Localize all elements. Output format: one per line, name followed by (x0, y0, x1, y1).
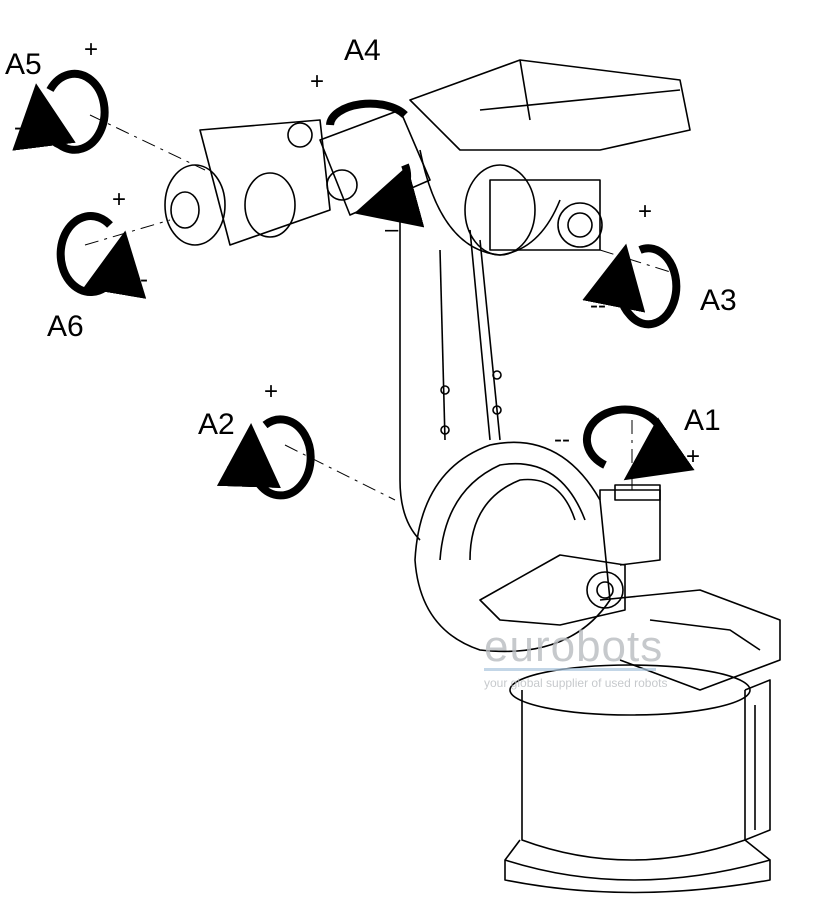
a1-rotation-arrow (582, 405, 695, 481)
watermark-bar (484, 668, 656, 671)
axis-label-a5: A5 (5, 48, 42, 81)
a6-plus: + (112, 186, 127, 213)
a6-rotation-arrow (56, 212, 147, 299)
a2-plus: + (264, 378, 279, 405)
watermark-tagline: your global supplier of used robots (484, 676, 668, 690)
robot-base (504, 664, 771, 894)
a2-rotation-arrow (216, 415, 315, 500)
a4-plus: + (310, 68, 325, 95)
a6-minus: -- (132, 266, 148, 293)
a1-plus: + (686, 443, 701, 470)
robot-column (414, 441, 781, 691)
a3-plus: + (638, 198, 653, 225)
watermark-brand: eurobots (484, 622, 664, 671)
axis-label-a6: A6 (47, 310, 84, 343)
a1-minus: -- (554, 426, 570, 453)
a4-rotation-arrow (326, 99, 407, 205)
a5-plus: + (84, 36, 99, 63)
a3-minus: -- (590, 292, 606, 319)
a4-minus: – (385, 216, 399, 243)
axis-label-a1: A1 (684, 404, 721, 437)
a5-rotation-arrow (12, 69, 109, 154)
axis-label-a3: A3 (700, 284, 737, 317)
a3-rotation-arrow (582, 243, 681, 329)
robot-lower-arm (399, 220, 502, 541)
a2-minus: -- (226, 453, 242, 480)
a5-minus: -- (14, 114, 30, 141)
axis-label-a4: A4 (344, 34, 381, 67)
axis-label-a2: A2 (198, 408, 235, 441)
robot-upper-arm (409, 59, 691, 256)
